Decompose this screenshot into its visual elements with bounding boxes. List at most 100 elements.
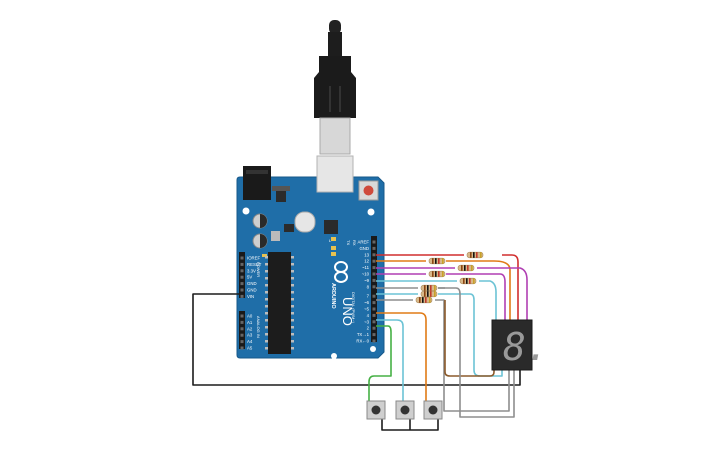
pushbutton-cap[interactable]	[428, 405, 438, 415]
pushbutton-cap[interactable]	[371, 405, 381, 415]
digital-pin-hole[interactable]	[372, 266, 376, 270]
analog-pin-hole[interactable]	[240, 340, 244, 344]
capacitor-stripe	[260, 214, 267, 228]
digital-pin-hole[interactable]	[372, 253, 376, 257]
resistor-band	[438, 271, 440, 277]
wire-display-common[interactable]	[438, 287, 515, 418]
resistor[interactable]	[428, 270, 446, 278]
digital-pin-hole[interactable]	[372, 301, 376, 305]
power-pin-hole[interactable]	[240, 262, 244, 266]
resistor[interactable]	[459, 277, 477, 285]
digital-pin-hole[interactable]	[372, 259, 376, 263]
wire-pin13-seg[interactable]	[502, 254, 519, 320]
wire-pin3[interactable]	[368, 325, 392, 405]
resistor[interactable]	[457, 264, 475, 272]
digital-pin-hole[interactable]	[372, 272, 376, 276]
chip-leg	[291, 347, 294, 350]
arduino-logo	[334, 261, 348, 283]
digital-pin-hole[interactable]	[372, 333, 376, 337]
pushbutton-cap[interactable]	[400, 405, 410, 415]
wire-pin9-seg[interactable]	[479, 280, 497, 320]
arduino-uno-board[interactable]: L TX RX ON ARDUINO UNO DIGITAL (PWM~) PO…	[236, 155, 385, 359]
resistor-band	[430, 285, 432, 291]
digital-header	[371, 236, 377, 342]
mounting-hole	[242, 207, 250, 215]
reset-button-cap[interactable]	[363, 185, 374, 196]
usb-cable-tip	[329, 20, 341, 34]
digital-pin-hole[interactable]	[372, 326, 376, 330]
mounting-hole	[367, 208, 375, 216]
digital-pin-hole[interactable]	[372, 320, 376, 324]
digital-pin-hole[interactable]	[372, 246, 376, 250]
wire-pin12-seg[interactable]	[446, 260, 511, 320]
pushbutton-1[interactable]	[366, 400, 386, 420]
digital-pin-label: 2	[367, 326, 370, 331]
resistor[interactable]	[420, 284, 438, 292]
resistor-band	[438, 258, 440, 264]
analog-pin-hole[interactable]	[240, 333, 244, 337]
pushbutton-2[interactable]	[395, 400, 415, 420]
power-pin-hole[interactable]	[240, 275, 244, 279]
chip-leg	[291, 263, 294, 266]
chip-leg	[291, 256, 294, 259]
wire-pin6-seg[interactable]	[435, 299, 510, 412]
digital-pin-hole[interactable]	[372, 313, 376, 317]
chip-leg	[291, 312, 294, 315]
resistor[interactable]	[466, 251, 484, 259]
digital-pin-label: 8	[367, 284, 370, 289]
resistor[interactable]	[420, 290, 438, 298]
analog-pin-hole[interactable]	[240, 320, 244, 324]
resistor-band	[427, 291, 429, 297]
analog-pin-label: A5	[247, 346, 253, 351]
digital-pin-hole[interactable]	[372, 285, 376, 289]
pushbutton-3[interactable]	[423, 400, 443, 420]
power-pin-label: 3.3V	[247, 268, 256, 273]
digital-pin-hole[interactable]	[372, 307, 376, 311]
resistor[interactable]	[428, 257, 446, 265]
resistor-band	[473, 278, 475, 284]
wire-pin10-seg[interactable]	[446, 273, 506, 320]
digital-pin-hole[interactable]	[372, 240, 376, 244]
chip-leg	[265, 305, 268, 308]
wire-pin4[interactable]	[376, 319, 404, 405]
analog-pin-hole[interactable]	[240, 314, 244, 318]
chip-leg	[265, 333, 268, 336]
resistor-band	[466, 278, 468, 284]
digital-pin-label: ~10	[362, 272, 370, 277]
power-pin-hole[interactable]	[240, 294, 244, 298]
led-tx	[331, 246, 336, 250]
wire-pin11-seg[interactable]	[477, 267, 528, 320]
resistor[interactable]	[415, 296, 433, 304]
wire-pin5[interactable]	[376, 312, 427, 405]
digital-pin-hole[interactable]	[372, 278, 376, 282]
digital-pin-holes	[372, 240, 376, 343]
wire-gnd[interactable]	[192, 293, 521, 386]
digital-pin-hole[interactable]	[372, 294, 376, 298]
wire-common[interactable]	[444, 300, 495, 377]
power-pin-hole[interactable]	[240, 269, 244, 273]
power-pin-hole[interactable]	[240, 256, 244, 260]
chip-leg	[265, 277, 268, 280]
resistor-band	[463, 278, 465, 284]
seven-segment-display[interactable]: 8.	[491, 319, 549, 371]
regulator-tab	[272, 186, 290, 191]
power-pin-hole[interactable]	[240, 288, 244, 292]
digital-label: DIGITAL (PWM~)	[351, 292, 356, 324]
power-pin-hole[interactable]	[240, 282, 244, 286]
digital-pin-label: ~5	[364, 307, 370, 312]
chip-leg	[265, 347, 268, 350]
display-digit: 8.	[503, 325, 549, 369]
chip-leg	[291, 305, 294, 308]
chip-leg	[291, 298, 294, 301]
resistor-band	[434, 291, 436, 297]
resistor-band	[427, 285, 429, 291]
usb-cable[interactable]	[314, 20, 356, 155]
digital-pin-label: ~3	[364, 319, 370, 324]
digital-pin-hole[interactable]	[372, 339, 376, 343]
power-header	[239, 252, 245, 298]
analog-pin-hole[interactable]	[240, 327, 244, 331]
display-body	[491, 319, 533, 371]
analog-pin-hole[interactable]	[240, 346, 244, 350]
